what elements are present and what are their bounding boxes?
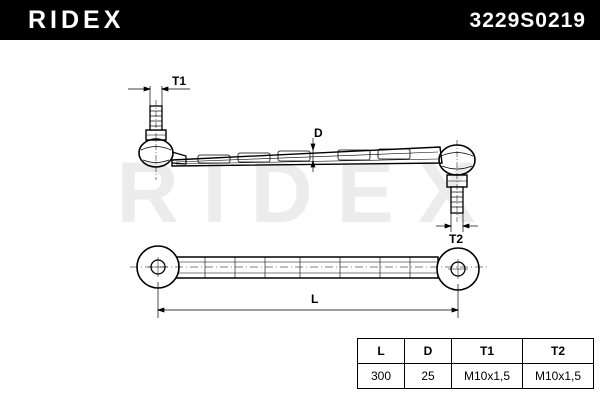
side-view bbox=[130, 245, 488, 318]
spec-header-t1: T1 bbox=[451, 338, 523, 364]
t2-label: T2 bbox=[449, 232, 463, 246]
right-eye bbox=[436, 247, 480, 291]
d-label: D bbox=[314, 126, 323, 140]
spec-header-l: L bbox=[357, 338, 405, 364]
spec-table: L D T1 T2 300 25 M10x1,5 M10x1,5 bbox=[357, 338, 594, 389]
right-ball-joint bbox=[438, 140, 476, 222]
d-dimension bbox=[310, 138, 316, 172]
top-view bbox=[128, 86, 478, 232]
spec-value-t1: M10x1,5 bbox=[451, 363, 523, 389]
t1-dimension bbox=[128, 86, 190, 106]
t2-dimension bbox=[436, 213, 478, 232]
t1-label: T1 bbox=[172, 74, 186, 88]
l-label: L bbox=[311, 292, 318, 306]
header-bar: RIDEX 3229S0219 bbox=[0, 0, 600, 40]
spec-value-l: 300 bbox=[357, 363, 405, 389]
left-eye bbox=[136, 245, 180, 289]
spec-header-t2: T2 bbox=[522, 338, 594, 364]
spec-table-header-row: L D T1 T2 bbox=[357, 338, 594, 364]
link-bar-side-view bbox=[174, 256, 439, 279]
spec-value-d: 25 bbox=[404, 363, 452, 389]
link-bar-top-view bbox=[171, 146, 443, 167]
spec-value-t2: M10x1,5 bbox=[522, 363, 594, 389]
spec-header-d: D bbox=[404, 338, 452, 364]
part-number: 3229S0219 bbox=[469, 9, 586, 32]
l-dimension bbox=[156, 282, 460, 318]
brand-logo: RIDEX bbox=[28, 6, 125, 34]
spec-table-value-row: 300 25 M10x1,5 M10x1,5 bbox=[357, 363, 594, 389]
stabilizer-link-drawing: T1 D T2 L bbox=[128, 74, 488, 318]
left-ball-joint bbox=[138, 100, 187, 180]
